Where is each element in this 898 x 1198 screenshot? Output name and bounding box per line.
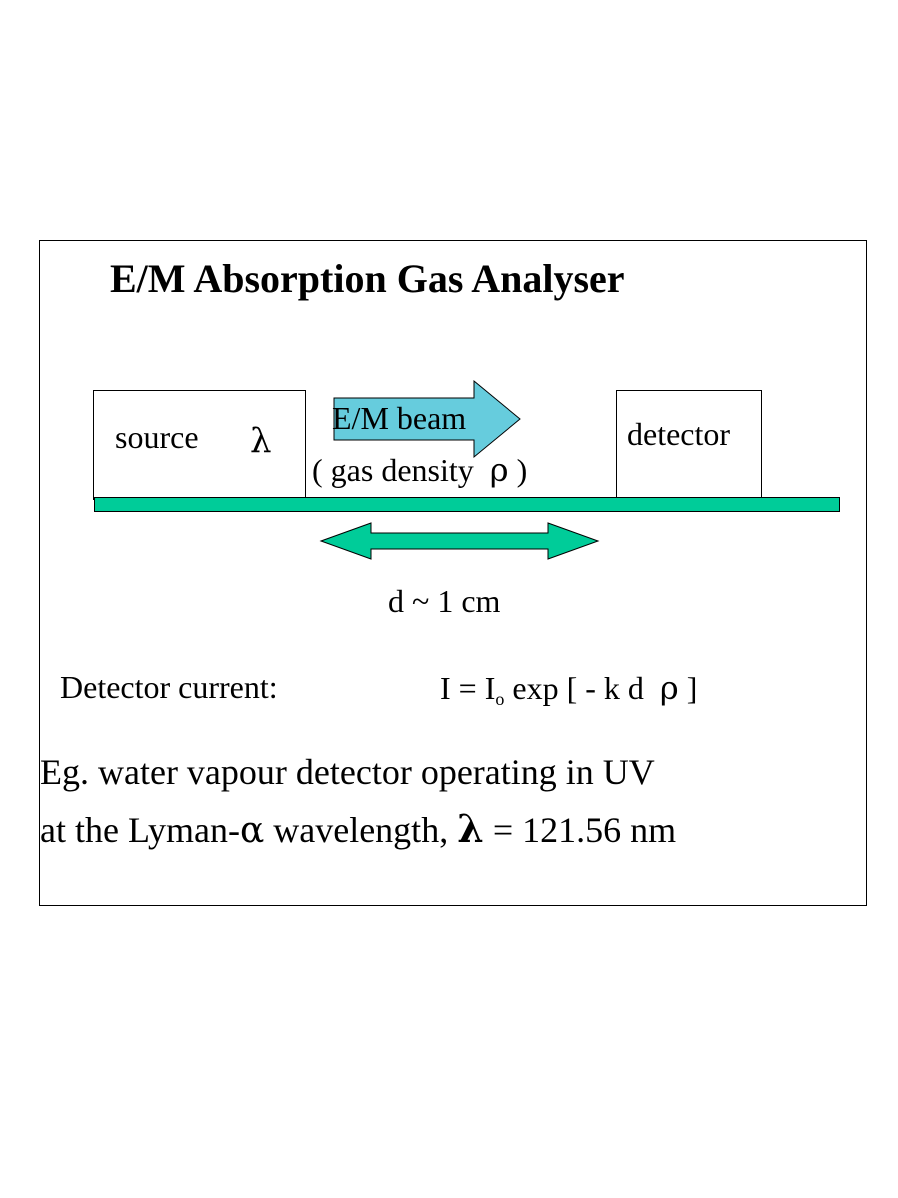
source-box [93,390,306,500]
gas-density-label: ( gas density ρ ) [312,451,527,489]
gas-label-open: ( gas density [312,452,474,488]
slide-frame: E/M Absorption Gas Analyser source λ det… [39,240,867,906]
gas-label-close: ) [516,452,528,488]
distance-label: d ~ 1 cm [388,583,501,619]
detector-current-label: Detector current: [60,669,278,705]
example-line-2: at the Lyman-α wavelength, λ = 121.56 nm [40,806,676,851]
rho-symbol: ρ [489,451,509,489]
example-post: = 121.56 nm [483,810,677,850]
distance-arrow [319,522,600,560]
example-lambda-symbol: λ [457,806,484,851]
path-bar [94,497,840,512]
beam-arrow [333,379,521,459]
formula-subscript: o [495,689,505,709]
source-lambda-symbol: λ [250,421,272,461]
example-mid: wavelength, [264,810,458,850]
example-pre: at the Lyman- [40,810,240,850]
detector-label: detector [627,416,731,452]
beam-arrows [319,379,600,560]
source-label: source [115,419,199,455]
formula-mid: exp [ - k d [504,670,652,706]
formula-end: ] [678,670,698,706]
alpha-symbol: α [239,810,265,851]
slide-title: E/M Absorption Gas Analyser [110,256,625,301]
formula-lhs: I = I [440,670,496,706]
example-line-1: Eg. water vapour detector operating in U… [40,752,655,792]
beam-label: E/M beam [332,400,467,436]
formula-rho: ρ [659,669,679,707]
absorption-formula: I = Io exp [ - k d ρ ] [440,669,697,710]
